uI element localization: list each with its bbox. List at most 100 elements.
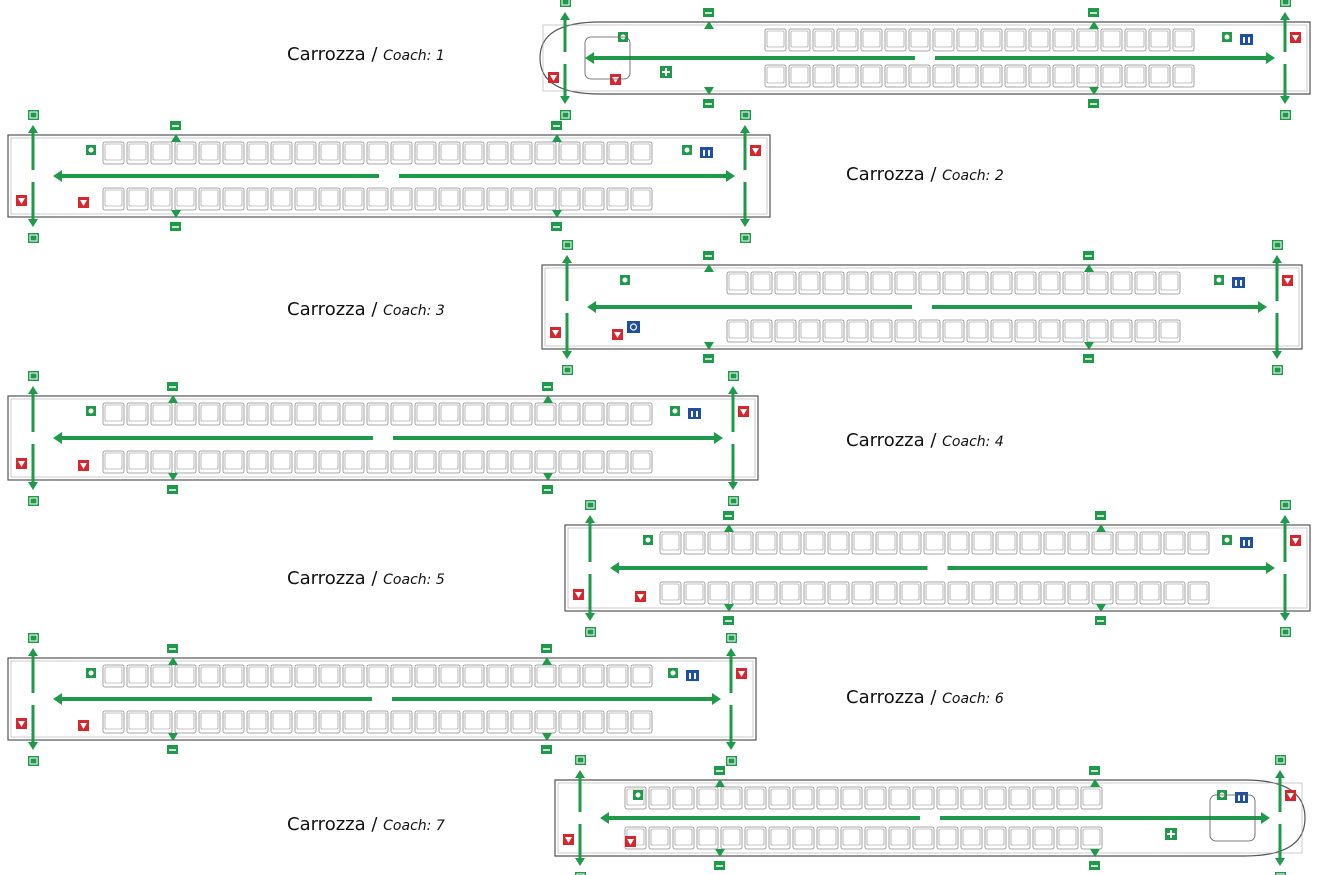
seat-cushion (320, 452, 339, 470)
seat (720, 826, 743, 850)
emergency-exit-arrow-icon (560, 96, 570, 104)
emergency-exit-arrow-icon (542, 657, 552, 665)
fire-extinguisher-glyph (80, 200, 87, 206)
exit-sign-glyph (729, 372, 738, 380)
seat (864, 786, 887, 810)
seat (884, 64, 907, 88)
seat-cushion (1112, 321, 1131, 339)
seat-cushion (320, 143, 339, 161)
emergency-exit-arrow-icon (543, 395, 553, 403)
label-it: Carrozza (287, 299, 366, 320)
exit-sign-glyph (576, 873, 585, 875)
emergency-exit-arrow-icon (726, 170, 735, 182)
seat (696, 826, 719, 850)
driver-cab (584, 36, 631, 80)
fire-extinguisher-glyph (1292, 35, 1299, 41)
emergency-exit-arrow-icon (28, 742, 38, 750)
label-sep: / (924, 430, 943, 451)
exit-sign-icon (28, 756, 39, 766)
seat (990, 319, 1013, 343)
toilet-glyph (1240, 280, 1242, 286)
seat-cushion (886, 66, 905, 84)
seat-cushion (368, 404, 387, 422)
seat-cushion (632, 404, 651, 422)
coach-inner-wall (544, 267, 1300, 347)
seat-cushion (661, 583, 680, 601)
emergency-exit-arrow-icon (168, 395, 178, 403)
seat-cushion (733, 533, 752, 551)
seat (971, 531, 994, 555)
seat-cushion (890, 828, 909, 846)
exit-sign-glyph (741, 111, 750, 119)
seat (510, 402, 533, 426)
seat (932, 28, 955, 52)
seat (606, 710, 629, 734)
phone-glyph (670, 670, 676, 676)
seat (1032, 826, 1055, 850)
seat (1163, 581, 1186, 605)
seat-cushion (1150, 30, 1169, 48)
seat (1076, 28, 1099, 52)
emergency-exit-arrow-icon (552, 210, 562, 218)
seat (174, 187, 197, 211)
seat-cushion (790, 30, 809, 48)
seat-cushion (781, 583, 800, 601)
seat (720, 786, 743, 810)
seat-cushion (790, 66, 809, 84)
seat (1076, 64, 1099, 88)
seat-cushion (1006, 30, 1025, 48)
seat-cushion (944, 273, 963, 291)
seat-cushion (674, 828, 693, 846)
seat (923, 581, 946, 605)
seat (606, 141, 629, 165)
label-it: Carrozza (846, 687, 925, 708)
seat (1080, 826, 1103, 850)
seat (246, 710, 269, 734)
coach-inner-wall (542, 24, 1308, 92)
exit-sign-glyph (729, 497, 738, 505)
exit-sign-glyph (1281, 628, 1290, 636)
phone-glyph (622, 277, 628, 283)
seat (174, 141, 197, 165)
seat (768, 826, 791, 850)
seat (342, 450, 365, 474)
seat (707, 581, 730, 605)
emergency-exit-arrow-icon (542, 733, 552, 741)
seat (726, 271, 749, 295)
seat (366, 187, 389, 211)
seat-cushion (560, 143, 579, 161)
coach-inner-wall (10, 660, 754, 738)
seat (864, 826, 887, 850)
seat (342, 187, 365, 211)
seat-cushion (770, 788, 789, 806)
label-en: Coach: 7 (383, 818, 445, 834)
seat-cushion (512, 404, 531, 422)
exit-sign-icon (1280, 500, 1291, 510)
seat-cushion (661, 533, 680, 551)
seat-cushion (818, 788, 837, 806)
seat-cushion (794, 788, 813, 806)
emergency-exit-arrow-icon (168, 473, 178, 481)
seat (1100, 64, 1123, 88)
exit-sign-icon (1280, 627, 1291, 637)
seat-cushion (368, 712, 387, 730)
seat-cushion (368, 452, 387, 470)
seat (558, 664, 581, 688)
seat (768, 786, 791, 810)
emergency-exit-arrow-icon (600, 812, 609, 824)
seat (342, 141, 365, 165)
seat-cushion (1030, 30, 1049, 48)
coach-7-label: Carrozza / Coach: 7 (287, 814, 445, 835)
seat (659, 581, 682, 605)
emergency-exit-arrow-icon (28, 648, 38, 656)
coach-inner-wall (10, 398, 756, 478)
seat-cushion (128, 712, 147, 730)
seat (222, 402, 245, 426)
seat-cushion (272, 666, 291, 684)
seat (462, 141, 485, 165)
seat (822, 319, 845, 343)
seat-cushion (1189, 583, 1208, 601)
label-en: Coach: 5 (383, 572, 445, 588)
seat (846, 319, 869, 343)
seat (1115, 531, 1138, 555)
